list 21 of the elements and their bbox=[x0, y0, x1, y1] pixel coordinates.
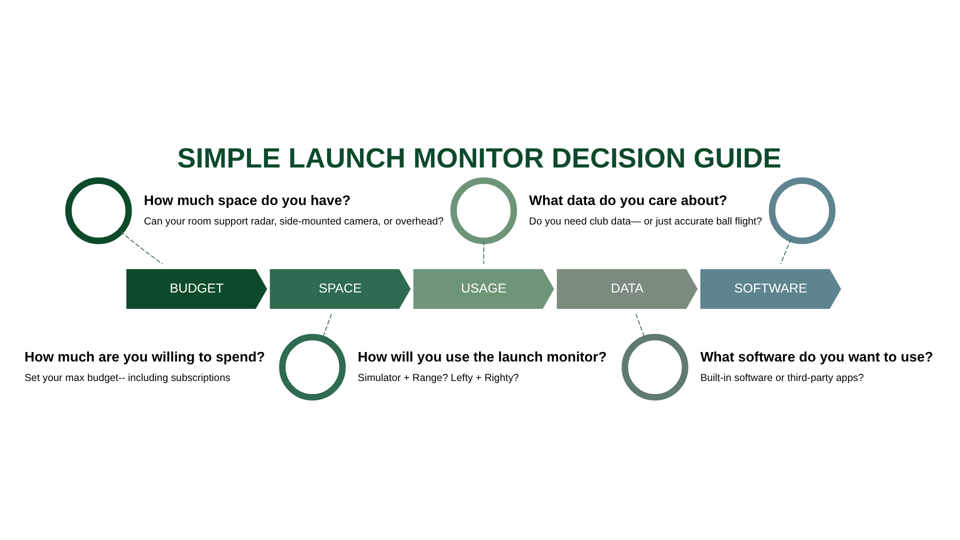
connector bbox=[780, 238, 792, 264]
node-label: What software do you want to use? bbox=[700, 348, 934, 365]
node-label: Simulator + Range? Lefty + Righty? bbox=[358, 372, 519, 384]
diagram-title: SIMPLE LAUNCH MONITOR DECISION GUIDE bbox=[177, 142, 782, 174]
connector bbox=[636, 314, 646, 340]
node-label: Do you need club data— or just accurate ball flight? bbox=[529, 216, 762, 228]
node-label: How much space do you have? bbox=[144, 192, 351, 208]
node-label: Set your max budget-- including subscriptions bbox=[24, 372, 230, 384]
connector bbox=[322, 314, 332, 340]
node-circle bbox=[622, 334, 688, 401]
node-label: How will you use the launch monitor? bbox=[358, 348, 607, 365]
node-label: How much are you willing to spend? bbox=[24, 348, 266, 365]
node-circle bbox=[768, 177, 836, 244]
node-circle bbox=[450, 177, 518, 244]
node-circle bbox=[279, 334, 346, 401]
connector bbox=[120, 230, 163, 264]
node-label: What data do you care about? bbox=[529, 192, 728, 208]
connector bbox=[483, 240, 484, 264]
node-circle bbox=[65, 177, 132, 244]
node-label: Built-in software or third-party apps? bbox=[700, 372, 864, 384]
node-label: Can your room support radar, side-mounted camera, or overhead? bbox=[144, 216, 444, 228]
